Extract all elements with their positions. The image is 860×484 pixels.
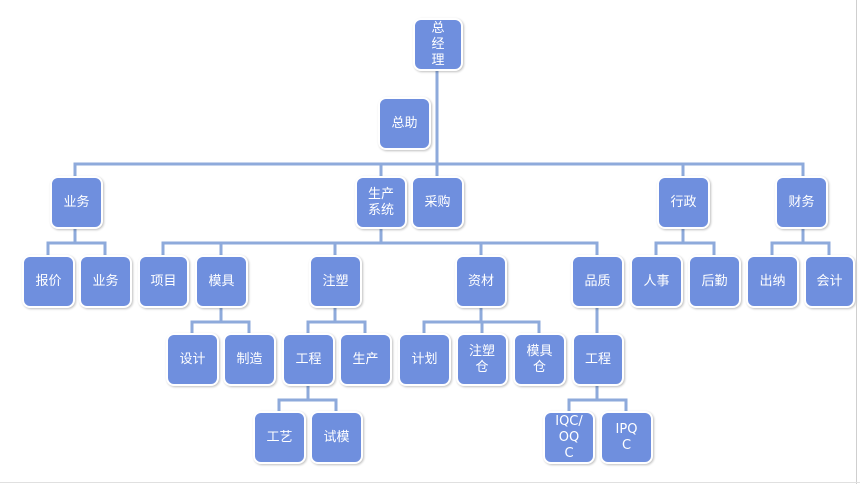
node-accounting[interactable]: 会计 <box>804 255 855 308</box>
node-injection-production[interactable]: 生产 <box>339 333 392 386</box>
node-mold-warehouse[interactable]: 模具仓 <box>513 333 566 386</box>
node-mold[interactable]: 模具 <box>195 255 248 308</box>
node-planning[interactable]: 计划 <box>398 333 451 386</box>
node-logistics[interactable]: 后勤 <box>688 255 741 308</box>
node-business-sub[interactable]: 业务 <box>79 255 132 308</box>
node-process-craft[interactable]: 工艺 <box>253 411 306 464</box>
node-quality[interactable]: 品质 <box>571 255 624 308</box>
node-cashier[interactable]: 出纳 <box>746 255 799 308</box>
node-injection-warehouse[interactable]: 注塑仓 <box>456 333 508 386</box>
node-general-manager[interactable]: 总经理 <box>413 18 463 71</box>
node-business-dept[interactable]: 业务 <box>50 176 103 229</box>
node-materials[interactable]: 资材 <box>455 255 507 308</box>
node-manufacturing[interactable]: 制造 <box>223 333 276 386</box>
frame-bottom-edge <box>0 482 860 483</box>
node-finance[interactable]: 财务 <box>775 176 828 229</box>
node-injection-engineering[interactable]: 工程 <box>282 333 335 386</box>
node-general-assistant[interactable]: 总助 <box>378 97 431 150</box>
node-design[interactable]: 设计 <box>166 333 219 386</box>
node-purchasing[interactable]: 采购 <box>411 176 464 229</box>
node-quality-engineering[interactable]: 工程 <box>572 333 624 386</box>
frame-right-edge <box>856 0 857 484</box>
node-human-resources[interactable]: 人事 <box>630 255 683 308</box>
node-production-system[interactable]: 生产系统 <box>355 176 407 229</box>
node-trial-mold[interactable]: 试模 <box>310 411 363 464</box>
node-quotation[interactable]: 报价 <box>22 255 75 308</box>
node-injection-molding[interactable]: 注塑 <box>309 255 362 308</box>
node-project[interactable]: 项目 <box>138 255 189 308</box>
node-administration[interactable]: 行政 <box>657 176 710 229</box>
